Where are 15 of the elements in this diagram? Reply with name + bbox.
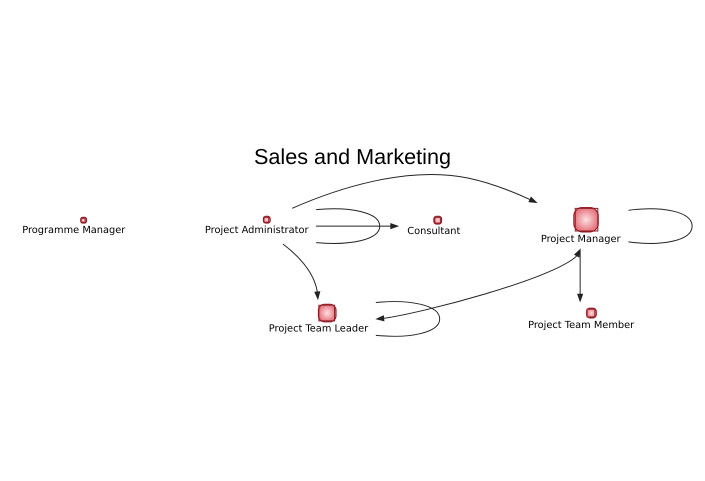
arrow <box>375 248 581 321</box>
node-label: Project Team Leader <box>268 323 368 334</box>
node-label: Project Manager <box>540 233 621 244</box>
node-label: Programme Manager <box>22 224 126 236</box>
node-label: Project Team Member <box>528 319 634 330</box>
arrow <box>316 222 400 229</box>
connector <box>628 208 693 244</box>
connector <box>316 208 380 244</box>
connector <box>375 300 440 336</box>
arrow <box>282 243 320 300</box>
node-label: Consultant <box>407 225 460 236</box>
arrow <box>292 174 538 208</box>
node-label: Project Administrator <box>204 224 309 236</box>
arrow <box>577 249 584 302</box>
diagram-title: Sales and Marketing <box>254 144 451 169</box>
